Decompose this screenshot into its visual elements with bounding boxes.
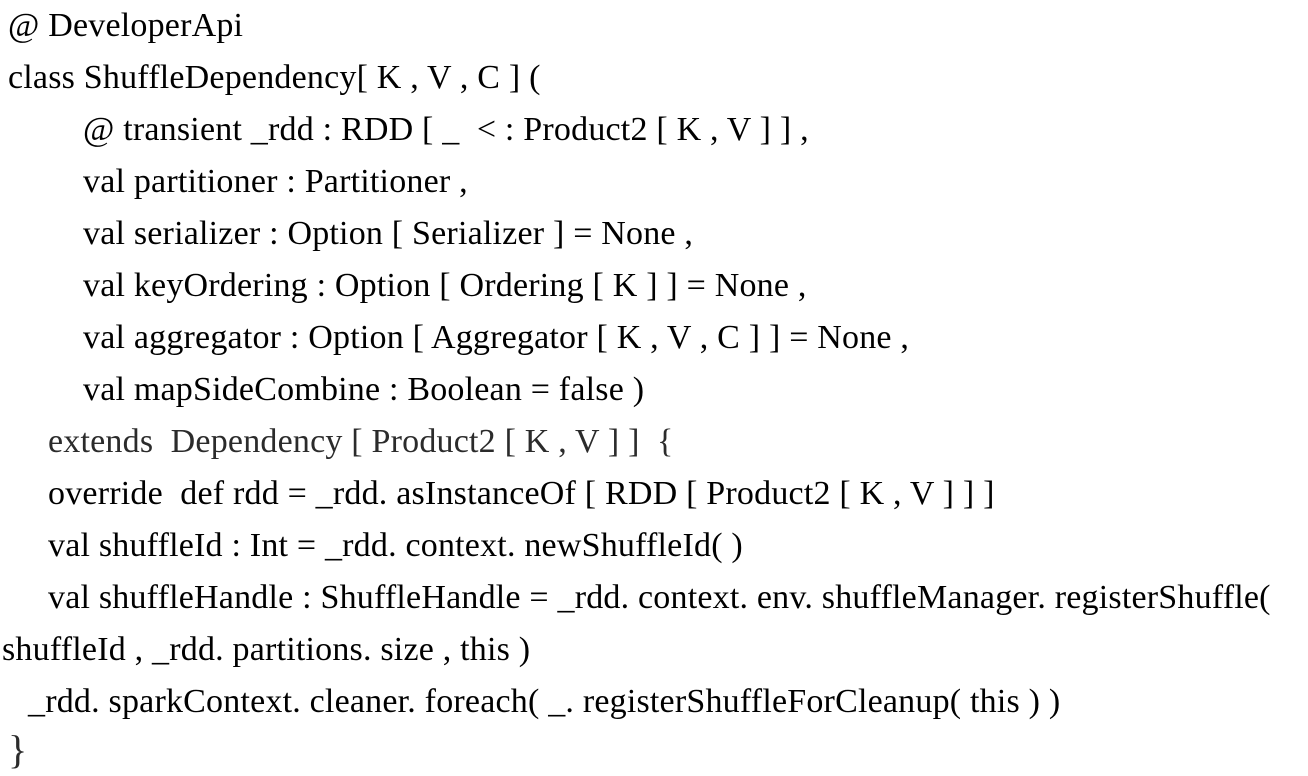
code-line-param-map-side-combine: val mapSideCombine : Boolean = false ): [83, 371, 645, 408]
code-line-param-serializer: val serializer : Option [ Serializer ] =…: [83, 215, 694, 252]
code-line-annotation-developer-api: @ DeveloperApi: [8, 7, 244, 44]
code-line-closing-brace: }: [8, 727, 28, 772]
code-line-param-key-ordering: val keyOrdering : Option [ Ordering [ K …: [83, 267, 807, 304]
code-line-extends-dependency: extends Dependency [ Product2 [ K , V ] …: [48, 423, 674, 460]
code-line-param-partitioner: val partitioner : Partitioner ,: [83, 163, 468, 200]
code-line-val-shuffle-handle-continued: shuffleId , _rdd. partitions. size , thi…: [2, 631, 531, 668]
code-line-class-declaration: class ShuffleDependency[ K , V , C ] (: [8, 59, 541, 96]
code-line-val-shuffle-id: val shuffleId : Int = _rdd. context. new…: [48, 527, 743, 564]
code-line-param-rdd: @ transient _rdd : RDD [ _ < : Product2 …: [83, 111, 809, 148]
code-line-cleaner-foreach: _rdd. sparkContext. cleaner. foreach( _.…: [28, 683, 1061, 720]
code-line-val-shuffle-handle: val shuffleHandle : ShuffleHandle = _rdd…: [48, 579, 1271, 616]
code-line-override-def-rdd: override def rdd = _rdd. asInstanceOf [ …: [48, 475, 995, 512]
code-line-param-aggregator: val aggregator : Option [ Aggregator [ K…: [83, 319, 910, 356]
